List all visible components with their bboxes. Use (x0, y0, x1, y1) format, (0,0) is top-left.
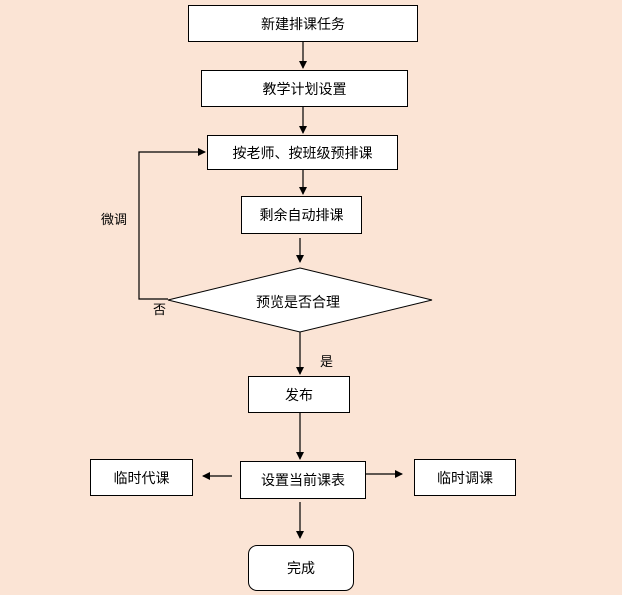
feedback-loop-line (138, 148, 206, 300)
node-set-current: 设置当前课表 (240, 461, 366, 499)
node-temp-adjust: 临时调课 (414, 459, 516, 496)
edge-label-yes: 是 (320, 355, 334, 370)
node-preview-check: 预览是否合理 (256, 295, 340, 311)
node-temp-substitute: 临时代课 (90, 459, 193, 496)
node-done: 完成 (248, 545, 354, 591)
node-publish: 发布 (248, 376, 350, 413)
edge-label-fine-tune: 微调 (101, 213, 128, 228)
node-new-task: 新建排课任务 (188, 5, 418, 42)
edge-label-no: 否 (153, 303, 167, 318)
node-auto-schedule: 剩余自动排课 (241, 196, 362, 234)
node-by-teacher-class: 按老师、按班级预排课 (207, 135, 398, 170)
node-teaching-plan: 教学计划设置 (201, 70, 408, 107)
